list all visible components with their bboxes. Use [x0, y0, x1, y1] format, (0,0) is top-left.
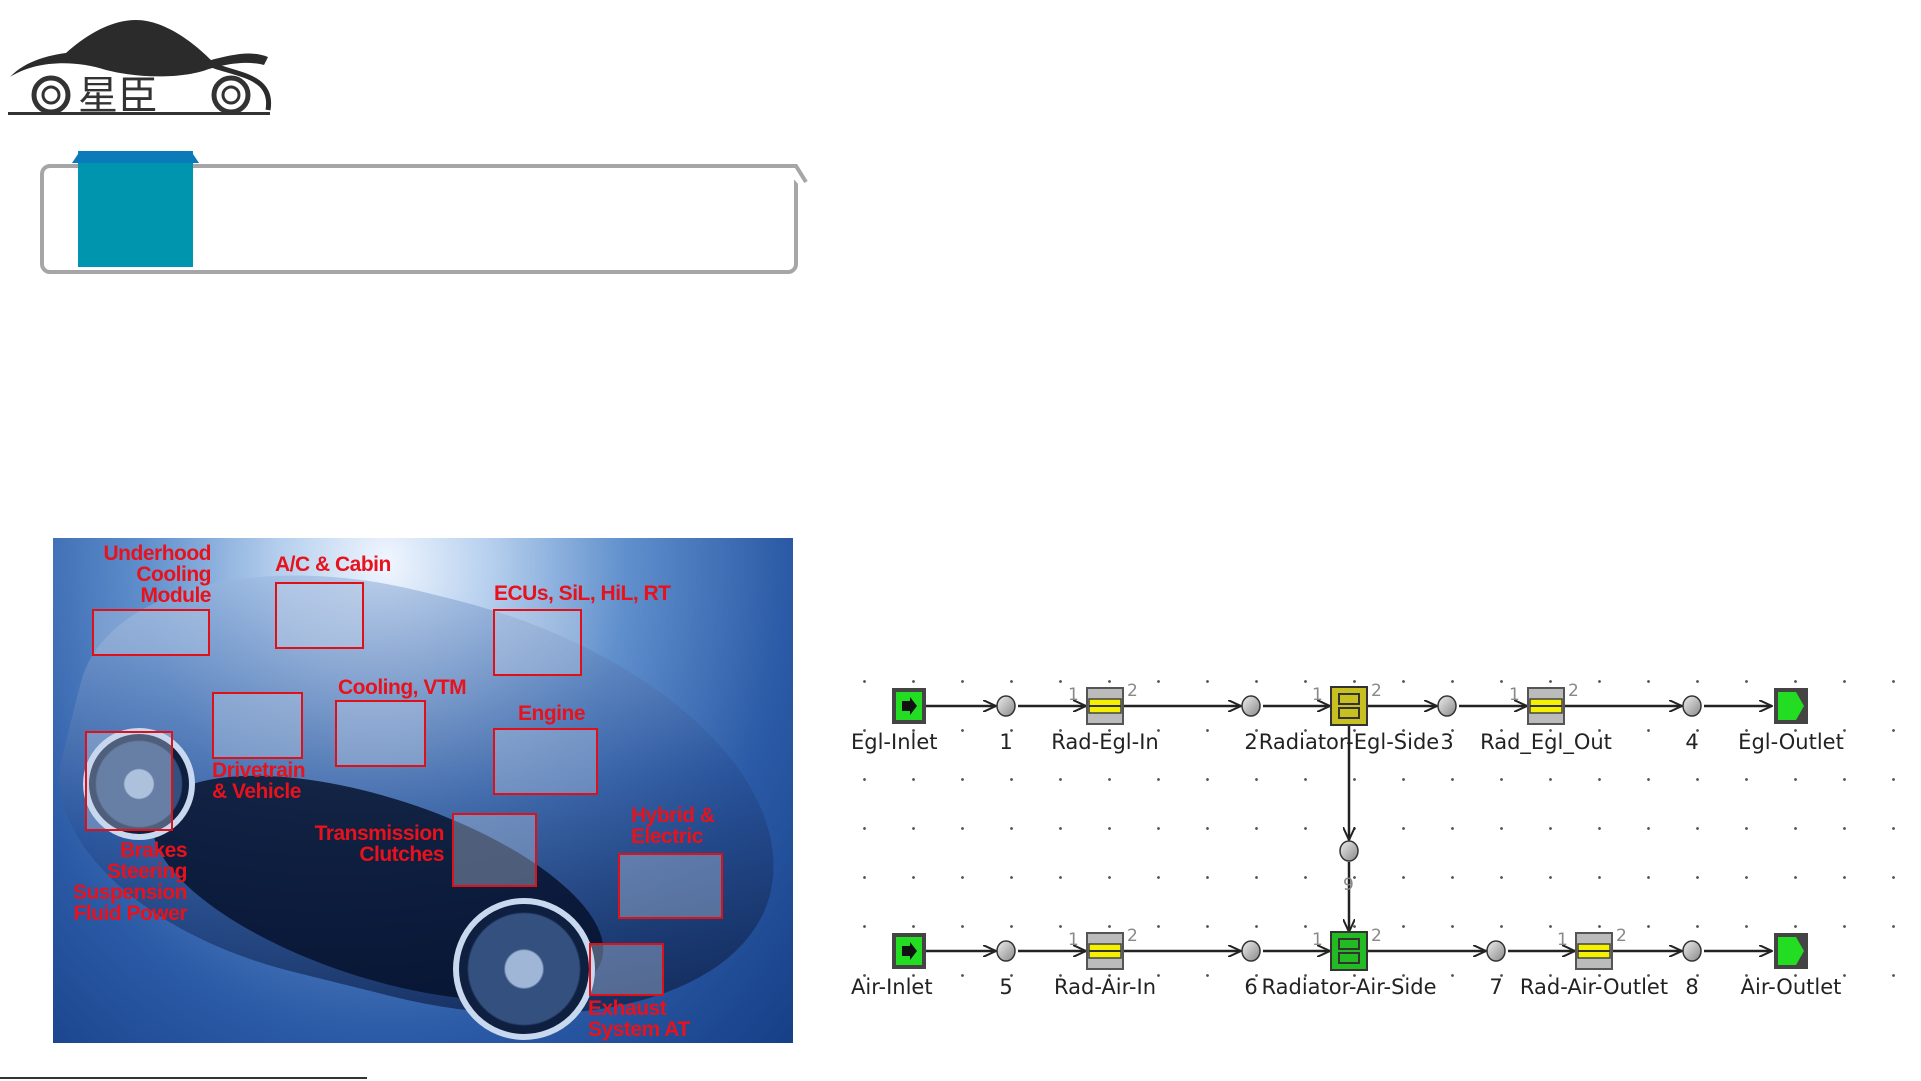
label-cooling-vtm: Cooling, VTM — [338, 676, 467, 699]
label-ecus: ECUs, SiL, HiL, RT — [494, 582, 671, 605]
port-label: 2 — [1127, 926, 1138, 946]
section-title-box — [40, 164, 798, 274]
label-transmission: Transmission Clutches — [314, 822, 445, 866]
label-egl-outlet: Egl-Outlet — [1738, 730, 1844, 754]
port-label: 2 — [1371, 681, 1382, 701]
port-label: 2 — [1568, 681, 1579, 701]
port-label: 2 — [1127, 681, 1138, 701]
underhood-box — [92, 609, 210, 656]
cooling-vtm-box — [335, 700, 426, 767]
label-egl-inlet: Egl-Inlet — [851, 730, 938, 754]
vehicle-systems-image: Underhood Cooling Module A/C & Cabin ECU… — [53, 538, 793, 1043]
footer-line — [0, 1077, 367, 1079]
egl-outlet-icon[interactable] — [1774, 688, 1808, 724]
port-label: 1 — [1509, 685, 1520, 705]
label-node-7: 7 — [1489, 975, 1502, 999]
port-label: 2 — [1616, 926, 1627, 946]
port-label: 2 — [1371, 926, 1382, 946]
pipe-rad-air-outlet-icon[interactable] — [1575, 932, 1613, 970]
label-rad-air-outlet: Rad-Air-Outlet — [1520, 975, 1668, 999]
egl-inlet-icon[interactable] — [892, 688, 926, 724]
label-rad-egl-in: Rad-Egl-In — [1051, 730, 1158, 754]
label-ac-cabin: A/C & Cabin — [275, 553, 391, 576]
svg-text:星臣: 星臣 — [78, 73, 158, 117]
label-node-6: 6 — [1244, 975, 1257, 999]
rear-wheel — [453, 898, 595, 1040]
label-hybrid: Hybrid & Electric — [631, 804, 715, 848]
air-outlet-icon[interactable] — [1774, 933, 1808, 969]
label-node-1: 1 — [999, 730, 1012, 754]
label-air-outlet: Air-Outlet — [1741, 975, 1842, 999]
label-rad-air-in: Rad-Air-In — [1054, 975, 1156, 999]
flow-nodes — [996, 695, 1702, 962]
ac-cabin-box — [275, 582, 364, 649]
port-label: 1 — [1312, 685, 1323, 705]
exhaust-box — [589, 943, 664, 996]
section-number-tab — [78, 151, 193, 267]
label-underhood: Underhood Cooling Module — [103, 542, 212, 607]
drivetrain-box — [212, 692, 303, 759]
port-label: 1 — [1068, 685, 1079, 705]
port-label: 1 — [1312, 930, 1323, 950]
flow-connectors — [926, 706, 1772, 951]
label-engine: Engine — [518, 702, 586, 725]
label-node-3: 3 — [1440, 730, 1453, 754]
pipe-rad-egl-in-icon[interactable] — [1086, 687, 1124, 725]
company-logo: 星臣 — [8, 20, 272, 117]
brakes-box — [85, 731, 173, 831]
label-air-inlet: Air-Inlet — [851, 975, 933, 999]
title-box-corner — [780, 164, 808, 184]
label-node-2: 2 — [1244, 730, 1257, 754]
hybrid-box — [618, 853, 723, 919]
label-exhaust: Exhaust System AT — [588, 997, 690, 1041]
label-node-4: 4 — [1685, 730, 1698, 754]
label-rad-egl-out: Rad_Egl_Out — [1480, 730, 1612, 755]
label-radiator-air-side: Radiator-Air-Side — [1261, 975, 1436, 999]
radiator-egl-side-icon[interactable] — [1330, 686, 1368, 726]
pipe-rad-air-in-icon[interactable] — [1086, 932, 1124, 970]
ecus-box — [493, 609, 582, 676]
radiator-flow-diagram: 1 2 1 2 1 2 1 2 1 2 1 2 9 Egl-Inlet 1 Ra… — [840, 640, 1921, 1020]
label-brakes: Brakes Steering Suspension Fluid Power — [72, 839, 188, 925]
label-node-8: 8 — [1685, 975, 1698, 999]
transmission-box — [452, 813, 537, 887]
middle-node-label: 9 — [1343, 875, 1354, 895]
engine-box — [493, 728, 598, 795]
air-inlet-icon[interactable] — [892, 933, 926, 969]
label-drivetrain: Drivetrain & Vehicle — [212, 759, 306, 803]
port-label: 1 — [1068, 930, 1079, 950]
label-node-5: 5 — [999, 975, 1012, 999]
label-radiator-egl-side: Radiator-Egl-Side — [1259, 730, 1439, 754]
pipe-rad-egl-out-icon[interactable] — [1527, 687, 1565, 725]
radiator-air-side-icon[interactable] — [1330, 931, 1368, 971]
port-label: 1 — [1557, 930, 1568, 950]
